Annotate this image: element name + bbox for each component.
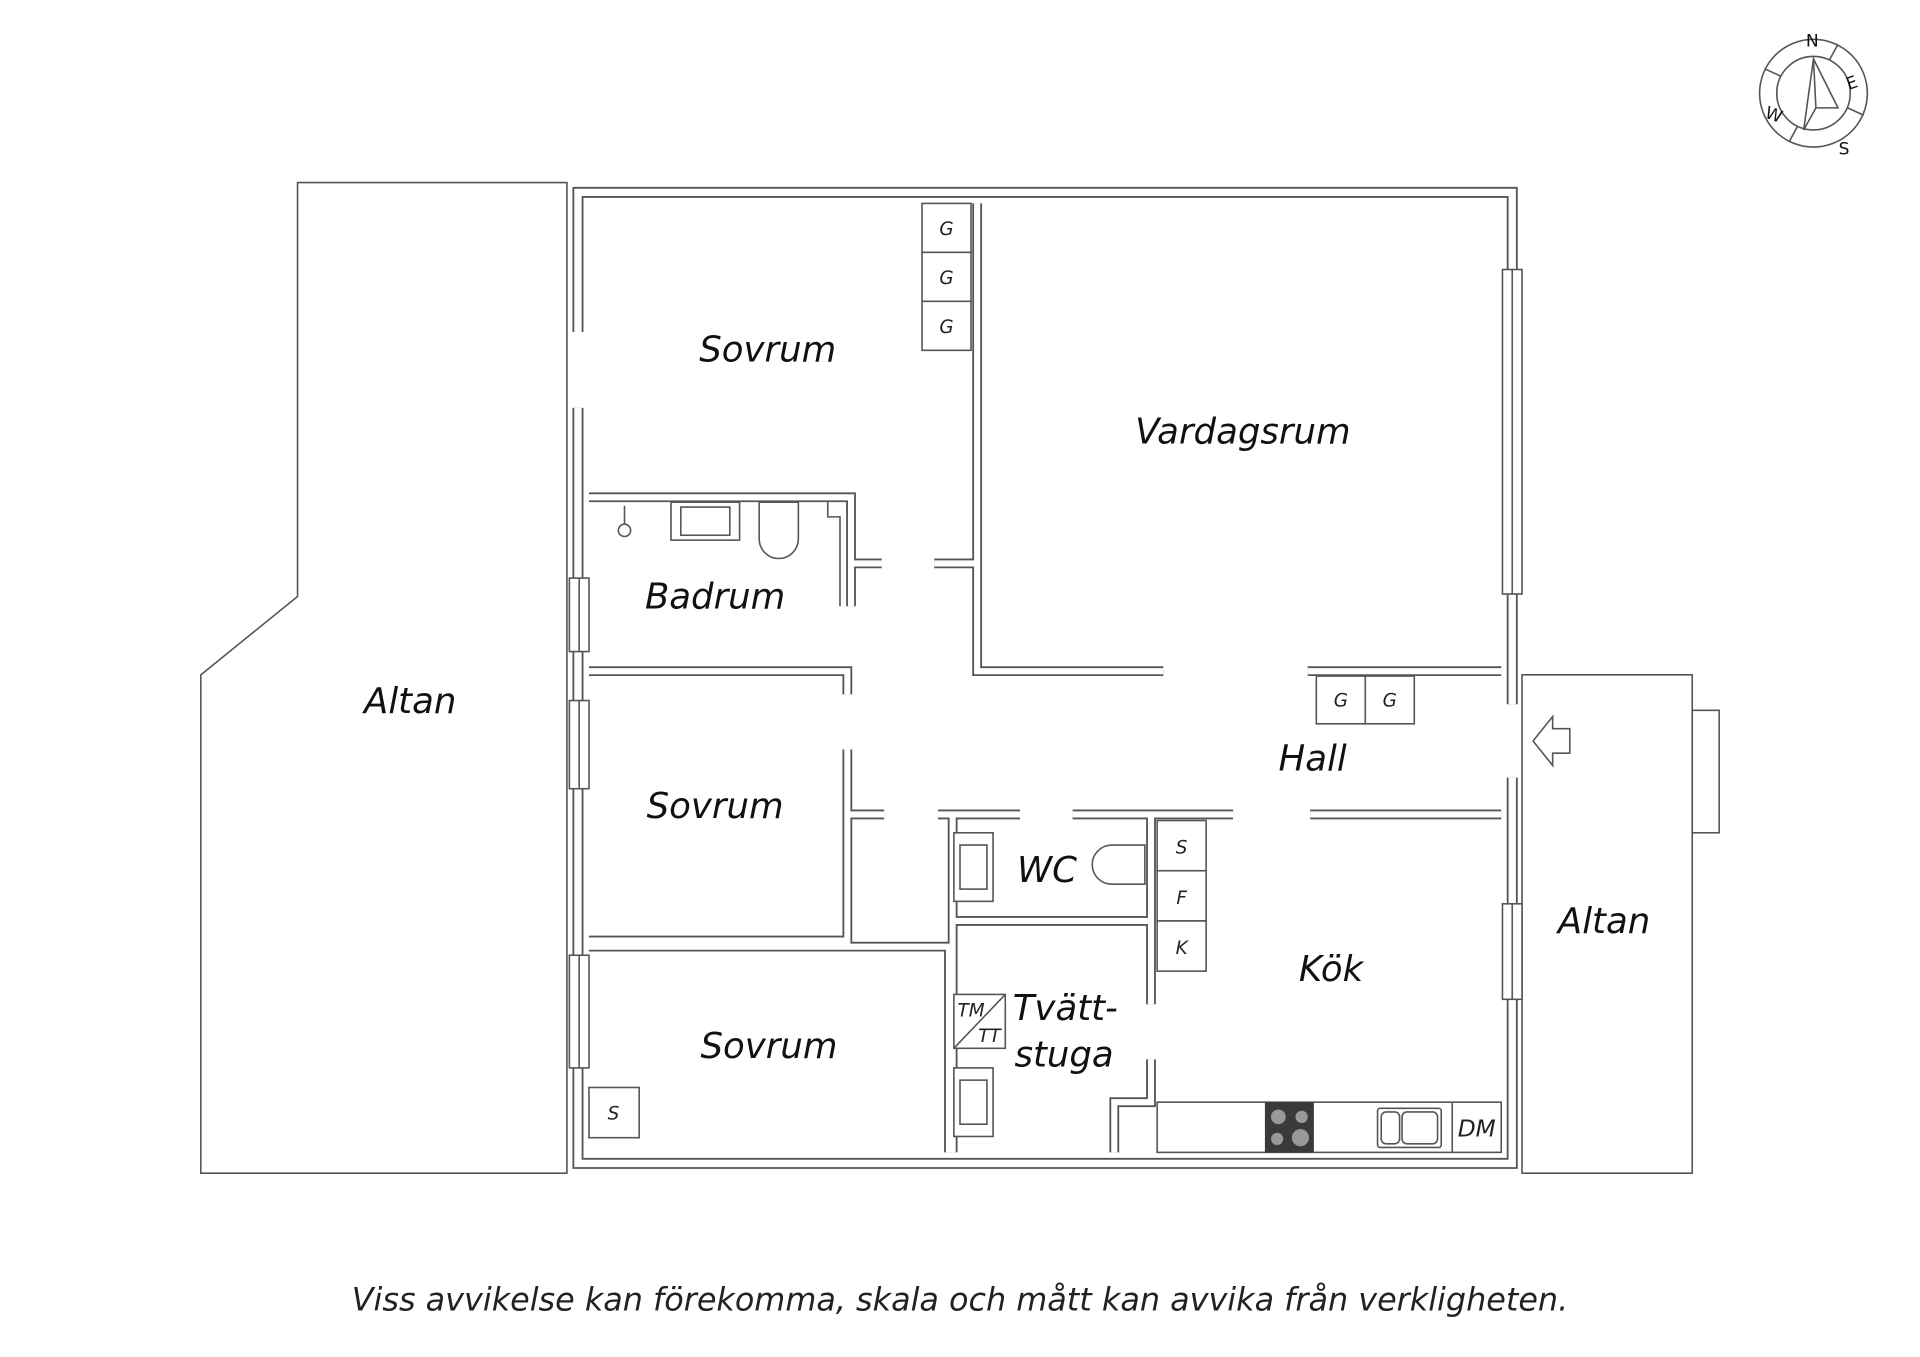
svg-text:G: G	[939, 219, 953, 240]
svg-text:G: G	[1383, 691, 1397, 712]
svg-text:G: G	[939, 268, 953, 289]
room-label-altan-right: Altan	[1556, 901, 1650, 942]
room-label-vardagsrum: Vardagsrum	[1135, 411, 1350, 452]
compass-icon: N E S W	[1758, 32, 1869, 159]
room-label-tvattstuga: Tvätt-	[1013, 988, 1118, 1029]
svg-text:F: F	[1176, 888, 1187, 909]
room-label-tvattstuga-2: stuga	[1014, 1035, 1113, 1076]
svg-text:TT: TT	[978, 1026, 1002, 1047]
room-label-altan-left: Altan	[362, 681, 456, 722]
svg-text:S: S	[608, 1103, 620, 1124]
room-label-wc: WC	[1017, 850, 1077, 891]
room-label-badrum: Badrum	[645, 577, 785, 618]
svg-text:K: K	[1176, 938, 1190, 959]
room-label-sovrum-bottom: Sovrum	[701, 1026, 838, 1067]
wardrobe-hall: G G	[1315, 675, 1416, 725]
altan-right-bench	[1691, 709, 1720, 834]
altan-left-outline	[200, 181, 568, 1174]
room-label-kok: Kök	[1299, 949, 1365, 990]
storage-bedroom: S	[588, 1086, 640, 1139]
room-label-hall: Hall	[1279, 738, 1347, 779]
laundry-fixtures: TM TT	[953, 993, 1007, 1138]
kitchen-cabinets: S F K	[1156, 819, 1207, 972]
svg-text:W: W	[1762, 103, 1785, 128]
wc-fixtures	[953, 831, 1146, 903]
svg-text:S: S	[1176, 838, 1188, 859]
svg-text:E: E	[1844, 72, 1861, 94]
room-label-sovrum-mid: Sovrum	[647, 786, 784, 827]
room-label-sovrum-top: Sovrum	[699, 329, 836, 370]
entrance-arrow-icon	[1532, 714, 1571, 768]
svg-text:S: S	[1839, 139, 1850, 159]
altan-right-outline	[1521, 674, 1694, 1174]
disclaimer: Viss avvikelse kan förekomma, skala och …	[352, 1280, 1568, 1318]
bathroom-fixtures	[617, 501, 841, 607]
wardrobe-top: G G G	[921, 202, 972, 352]
kitchen-counter: DM	[1156, 1101, 1503, 1154]
svg-text:N: N	[1806, 32, 1819, 52]
stove-icon	[1264, 1102, 1314, 1153]
svg-text:DM: DM	[1458, 1115, 1496, 1142]
windows	[568, 268, 1523, 1069]
svg-text:G: G	[1334, 691, 1348, 712]
svg-text:TM: TM	[957, 1000, 984, 1021]
svg-text:G: G	[939, 317, 953, 338]
